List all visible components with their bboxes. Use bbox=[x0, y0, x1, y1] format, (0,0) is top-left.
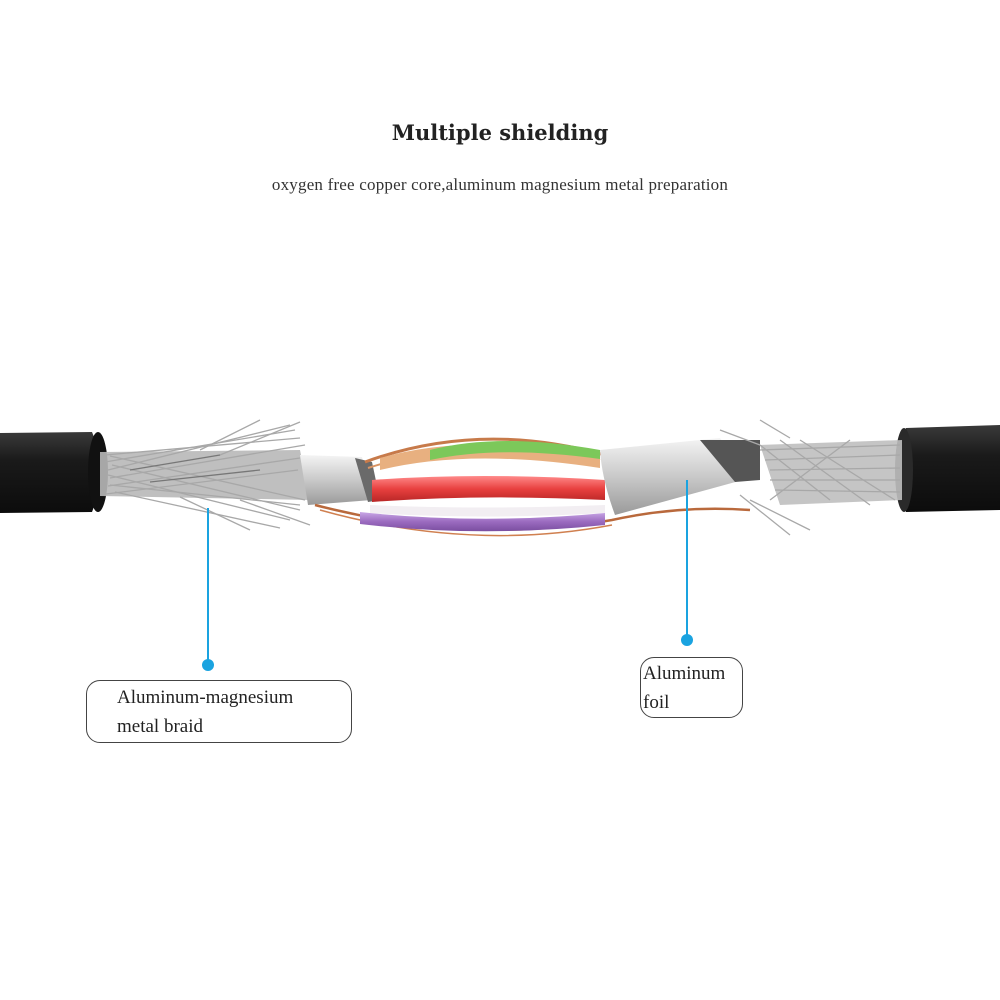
braid-callout-line2: metal braid bbox=[117, 716, 203, 737]
braid-leader bbox=[202, 508, 214, 671]
foil-callout-line2: foil bbox=[643, 692, 670, 713]
right-braid bbox=[719, 419, 902, 536]
foil-leader bbox=[681, 480, 693, 646]
inner-wires bbox=[360, 441, 605, 532]
page-subtitle: oxygen free copper core,aluminum magnesi… bbox=[271, 175, 729, 194]
right-jacket bbox=[895, 425, 1000, 512]
foil-callout: Aluminum foil bbox=[640, 657, 743, 718]
foil-callout-line1: Aluminum bbox=[643, 663, 726, 684]
left-jacket bbox=[0, 432, 108, 513]
left-braid bbox=[100, 419, 311, 531]
braid-callout-line1: Aluminum-magnesium bbox=[117, 687, 294, 708]
right-foil bbox=[600, 438, 760, 515]
page-title: Multiple shielding bbox=[391, 120, 609, 145]
braid-callout: Aluminum-magnesium metal braid bbox=[86, 680, 352, 743]
